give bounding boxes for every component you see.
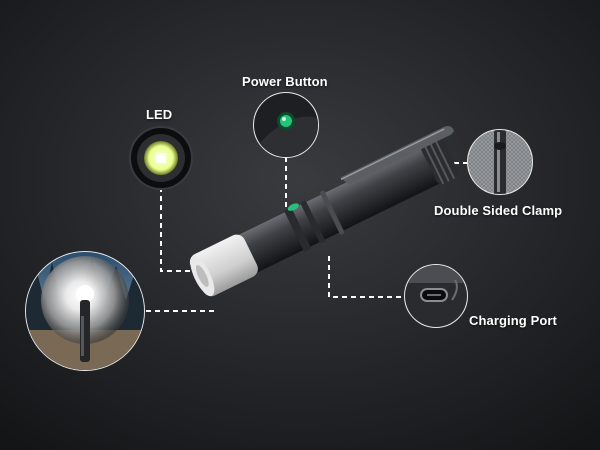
pocket-clip-icon [467,129,533,195]
led-emitter-icon [129,126,193,190]
charging-port-label: Charging Port [469,313,557,328]
led-label: LED [146,107,173,122]
power-button-label: Power Button [242,74,328,89]
double-sided-clamp-label: Double Sided Clamp [434,203,563,218]
usb-c-port-icon [404,264,468,328]
power-button-icon [253,92,319,158]
flashlight [189,126,459,297]
flashlight-beam-icon [25,251,145,371]
